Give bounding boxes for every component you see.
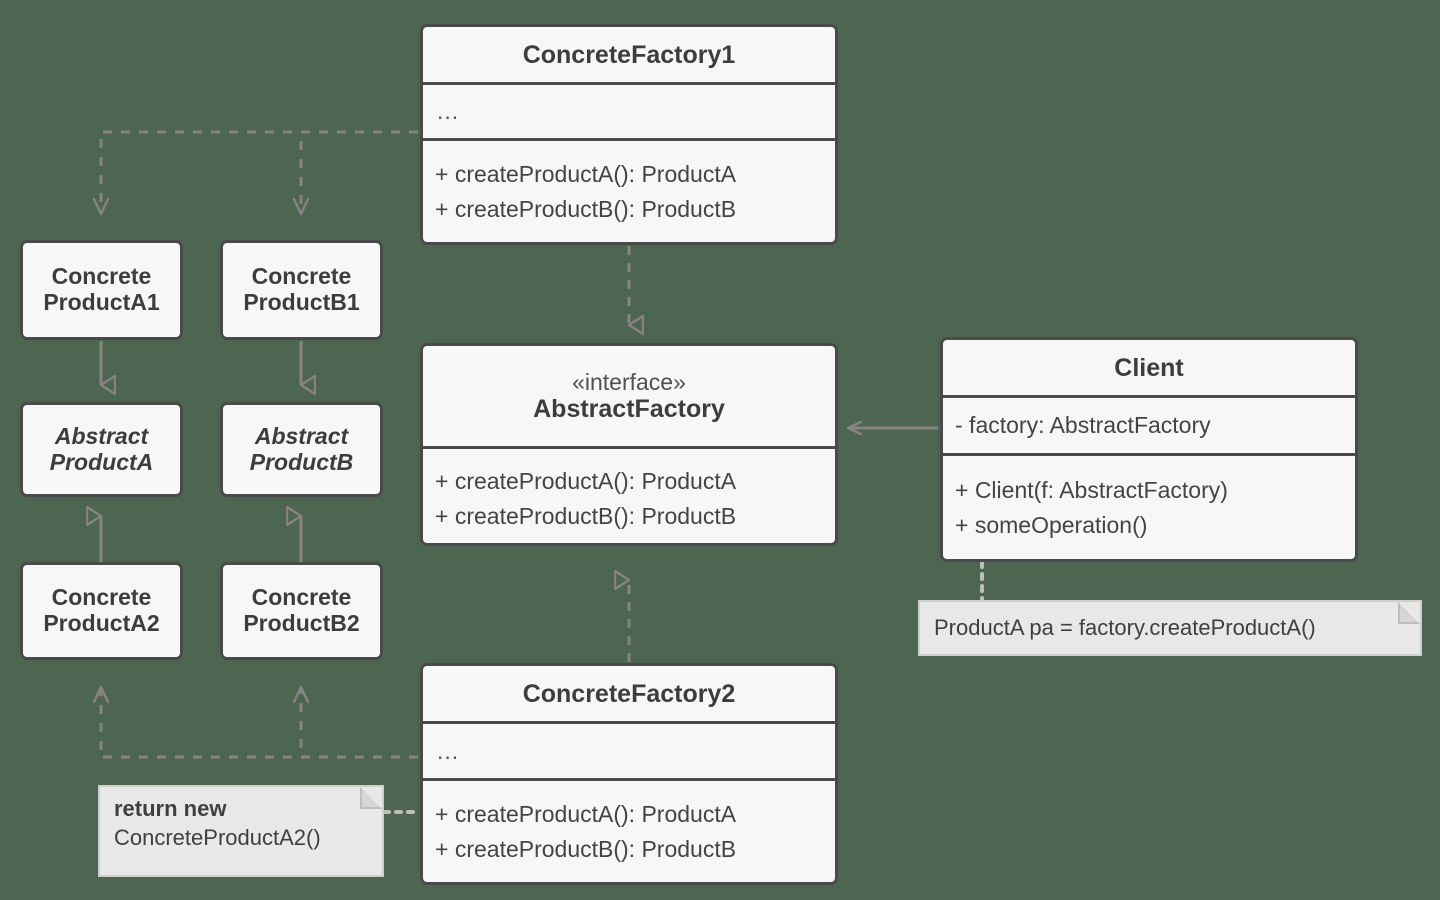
class-name-line1: Abstract <box>254 422 349 449</box>
class-name: «interface» AbstractFactory <box>423 365 835 427</box>
attributes-placeholder: ... <box>437 98 460 124</box>
attributes-compartment: ... <box>423 721 835 778</box>
class-concrete-product-b2[interactable]: Concrete ProductB2 <box>220 562 383 660</box>
class-name-line1: Abstract <box>54 422 149 449</box>
class-name: ConcreteFactory2 <box>522 679 736 708</box>
class-abstract-product-b[interactable]: Abstract ProductB <box>220 402 383 497</box>
class-name: Abstract ProductB <box>223 420 380 480</box>
operations-compartment: + createProductA(): ProductA + createPro… <box>423 138 835 242</box>
class-header: Concrete ProductA1 <box>23 243 180 337</box>
operation-row: + createProductB(): ProductB <box>435 835 737 862</box>
class-header: Concrete ProductA2 <box>23 565 180 657</box>
class-concrete-factory-2[interactable]: ConcreteFactory2 ... + createProductA():… <box>420 663 838 885</box>
class-name-line2: ProductB2 <box>243 610 360 636</box>
operations-compartment: + createProductA(): ProductA + createPro… <box>423 778 835 882</box>
class-name-line1: Concrete <box>251 584 352 611</box>
class-header: Abstract ProductA <box>23 405 180 494</box>
class-name-line1: Concrete <box>251 263 352 290</box>
operations-compartment: + Client(f: AbstractFactory) + someOpera… <box>943 453 1355 559</box>
attributes-list: - factory: AbstractFactory <box>943 402 1355 449</box>
note-client-code[interactable]: ProductA pa = factory.createProductA() <box>918 600 1422 656</box>
class-name-label: AbstractFactory <box>533 395 725 424</box>
operations-list: + Client(f: AbstractFactory) + someOpera… <box>943 467 1355 549</box>
class-concrete-product-b1[interactable]: Concrete ProductB1 <box>220 240 383 340</box>
class-abstract-product-a[interactable]: Abstract ProductA <box>20 402 183 497</box>
class-header: Client <box>943 340 1355 395</box>
class-name: Concrete ProductB2 <box>223 581 380 641</box>
class-name: Concrete ProductA1 <box>23 260 180 320</box>
note-line-2: ConcreteProductA2() <box>114 824 321 850</box>
class-abstract-factory[interactable]: «interface» AbstractFactory + createProd… <box>420 343 838 546</box>
edge-dependency-factory1-products <box>101 130 418 214</box>
class-name-line2: ProductA <box>49 448 154 475</box>
attribute-row: - factory: AbstractFactory <box>955 412 1211 439</box>
class-client[interactable]: Client - factory: AbstractFactory + Clie… <box>940 337 1358 562</box>
operation-row: + Client(f: AbstractFactory) <box>955 476 1228 503</box>
note-factory2-return[interactable]: return new ConcreteProductA2() <box>98 785 384 877</box>
attributes-compartment: - factory: AbstractFactory <box>943 395 1355 453</box>
operations-compartment: + createProductA(): ProductA + createPro… <box>423 446 835 543</box>
class-header: ConcreteFactory1 <box>423 27 835 82</box>
operations-list: + createProductA(): ProductA + createPro… <box>423 458 835 540</box>
class-name-line2: ProductB1 <box>243 289 360 315</box>
class-name-line2: ProductB <box>249 448 354 475</box>
operations-list: + createProductA(): ProductA + createPro… <box>423 791 835 873</box>
class-name: Concrete ProductA2 <box>23 581 180 641</box>
stereotype-label: «interface» <box>572 368 686 395</box>
class-name-line2: ProductA2 <box>43 610 160 636</box>
class-name-line1: Concrete <box>51 584 152 611</box>
class-concrete-product-a2[interactable]: Concrete ProductA2 <box>20 562 183 660</box>
class-name: Abstract ProductA <box>23 420 180 480</box>
edge-dependency-factory2-products <box>101 687 418 759</box>
class-header: Concrete ProductB1 <box>223 243 380 337</box>
operation-row: + createProductB(): ProductB <box>435 503 737 529</box>
class-header: «interface» AbstractFactory <box>423 346 835 446</box>
class-name: Concrete ProductB1 <box>223 260 380 320</box>
class-concrete-product-a1[interactable]: Concrete ProductA1 <box>20 240 183 340</box>
note-line-1-bold: return new <box>114 796 227 821</box>
operation-row: + createProductA(): ProductA <box>435 468 737 495</box>
operation-row: + createProductB(): ProductB <box>435 195 737 222</box>
class-concrete-factory-1[interactable]: ConcreteFactory1 ... + createProductA():… <box>420 24 838 245</box>
class-name-line2: ProductA1 <box>43 289 160 315</box>
class-name-line1: Concrete <box>51 263 152 290</box>
class-name: Client <box>1114 353 1184 382</box>
attributes-compartment: ... <box>423 82 835 138</box>
class-header: ConcreteFactory2 <box>423 666 835 721</box>
class-header: Abstract ProductB <box>223 405 380 494</box>
note-line-1: return new <box>114 795 368 824</box>
operation-row: + createProductA(): ProductA <box>435 800 737 827</box>
note-fold-corner <box>1398 602 1420 624</box>
note-fold-corner <box>360 787 382 809</box>
note-line-1: ProductA pa = factory.createProductA() <box>934 614 1316 640</box>
class-header: Concrete ProductB2 <box>223 565 380 657</box>
class-name: ConcreteFactory1 <box>522 40 736 69</box>
attributes-placeholder: ... <box>437 737 460 764</box>
operation-row: + createProductA(): ProductA <box>435 160 737 187</box>
operation-row: + someOperation() <box>955 511 1148 538</box>
operations-list: + createProductA(): ProductA + createPro… <box>423 151 835 233</box>
